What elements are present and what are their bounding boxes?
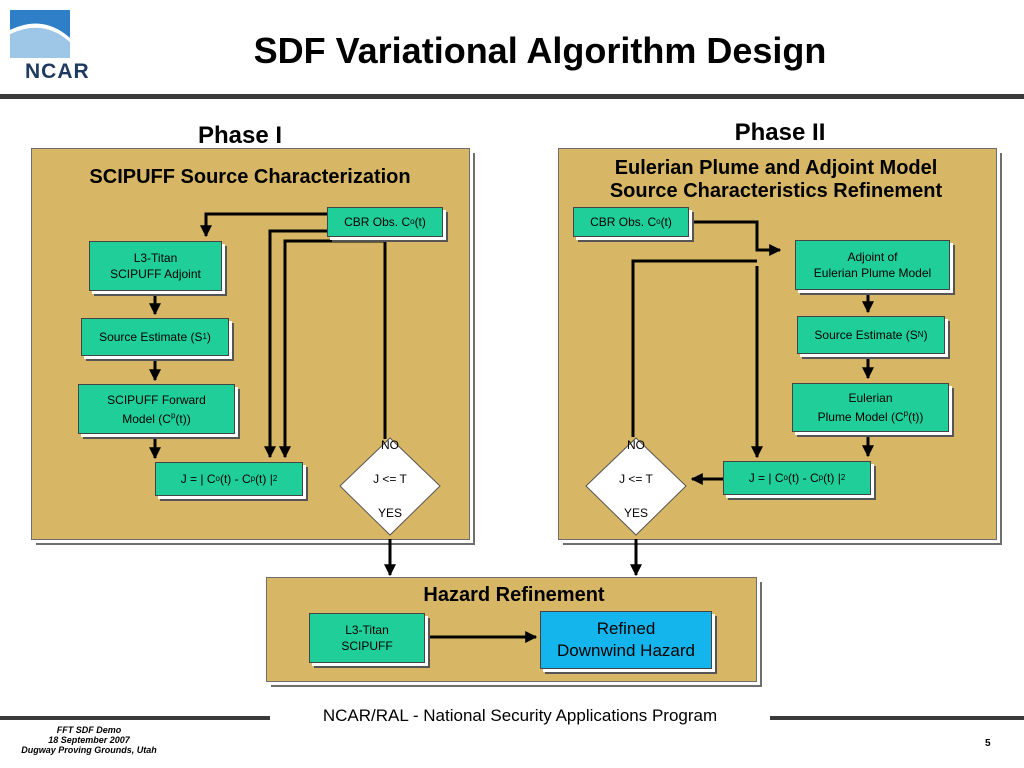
phase2-adjoint-box: Adjoint of Eulerian Plume Model	[795, 240, 950, 290]
page-number: 5	[985, 738, 991, 749]
page-title: SDF Variational Algorithm Design	[253, 30, 827, 71]
ncar-logo	[8, 8, 118, 83]
footer-line1: FFT SDF Demo	[56, 725, 122, 735]
phase1-cbr-obs-tail: (t)	[414, 215, 426, 229]
phase2-decision-diamond	[585, 437, 687, 536]
phase1-cost-c: (t) |	[255, 472, 273, 486]
hazard-titan-box: L3-Titan SCIPUFF	[309, 613, 425, 663]
phase1-panel-title: SCIPUFF Source Characterization	[89, 166, 411, 188]
phase2-adjoint-line2: Eulerian Plume Model	[813, 266, 932, 280]
hazard-titan-line1: L3-Titan	[345, 623, 389, 637]
phase2-source-estimate-tail: )	[923, 328, 928, 342]
header-divider	[0, 94, 1024, 99]
hazard-panel-title: Hazard Refinement	[423, 584, 605, 606]
phase1-cost-sup3: 2	[272, 474, 278, 483]
footer-event-info: FFT SDF Demo 18 September 2007 Dugway Pr…	[0, 725, 178, 755]
phase2-cbr-obs-sup: o	[656, 217, 661, 226]
phase2-decision-condition: J <= T	[619, 472, 653, 486]
phase2-cbr-obs-tail: (t)	[660, 215, 672, 229]
phase2-eulerian-line2a: Plume Model (C	[817, 410, 904, 424]
footer-program: NCAR/RAL - National Security Application…	[270, 706, 770, 726]
refined-hazard-box: Refined Downwind Hazard	[540, 611, 712, 669]
phase1-decision-no: NO	[381, 438, 399, 452]
phase1-source-estimate-sub: 1	[202, 332, 207, 341]
phase1-forward-model-box: SCIPUFF Forward Model (Cp(t))	[78, 384, 235, 434]
refined-hazard-line2: Downwind Hazard	[557, 641, 695, 660]
phase2-cost-sup2: p	[818, 473, 824, 482]
logo-swoosh-icon	[10, 10, 70, 58]
phase1-forward-line2b: (t))	[175, 411, 191, 426]
phase1-source-estimate-text: Source Estimate (S	[99, 330, 203, 344]
phase1-cost-b: (t) - C	[219, 472, 251, 486]
phase1-cbr-obs-text: CBR Obs. C	[344, 215, 411, 229]
phase2-adjoint-line1: Adjoint of	[847, 250, 898, 264]
phase1-forward-line1: SCIPUFF Forward	[107, 392, 206, 407]
phase2-cost-b: (t) - C	[787, 471, 819, 485]
phase2-eulerian-sup: p	[903, 409, 909, 418]
refined-hazard-line1: Refined	[596, 619, 656, 638]
logo-text: NCAR	[25, 60, 90, 83]
footer-rule-left	[0, 716, 280, 720]
phase1-decision-condition: J <= T	[373, 472, 407, 486]
phase2-eulerian-line1: Eulerian	[848, 391, 893, 405]
phase2-eulerian-model-box: Eulerian Plume Model (Cp(t))	[792, 383, 949, 432]
phase2-cost-sup1: o	[783, 473, 788, 482]
phase2-source-estimate-sub: N	[917, 330, 924, 339]
footer-line2: 18 September 2007	[48, 735, 130, 745]
phase2-heading: Phase II	[734, 119, 826, 146]
phase2-cost-a: J = | C	[748, 471, 784, 485]
hazard-titan-line2: SCIPUFF	[341, 639, 393, 653]
footer-rule-right	[766, 716, 1024, 720]
footer-line3: Dugway Proving Grounds, Utah	[21, 745, 157, 755]
phase2-panel-title-line1: Eulerian Plume and Adjoint Model	[614, 157, 938, 179]
phase1-cost-a: J = | C	[180, 472, 216, 486]
phase2-decision-yes: YES	[623, 506, 648, 520]
phase1-heading: Phase I	[197, 122, 283, 149]
phase1-adjoint-box: L3-Titan SCIPUFF Adjoint	[89, 241, 222, 291]
phase1-cost-sup1: o	[215, 474, 220, 483]
phase1-cbr-obs-sup: o	[410, 217, 415, 226]
phase1-forward-line2a: Model (C	[122, 411, 171, 426]
phase2-cost-sup3: 2	[840, 473, 846, 482]
phase2-cbr-obs-text: CBR Obs. C	[590, 215, 657, 229]
phase1-decision-diamond	[339, 437, 441, 536]
phase2-decision-no: NO	[627, 438, 645, 452]
phase2-eulerian-line2b: (t))	[908, 410, 924, 424]
phase2-panel-title-line2: Source Characteristics Refinement	[609, 180, 943, 202]
phase1-adjoint-line2: SCIPUFF Adjoint	[110, 267, 201, 281]
phase1-forward-sup: p	[170, 410, 176, 420]
phase1-decision-yes: YES	[377, 506, 402, 520]
phase1-adjoint-line1: L3-Titan	[133, 251, 178, 265]
phase1-cost-sup2: p	[250, 474, 256, 483]
phase2-cost-c: (t) |	[823, 471, 841, 485]
phase1-source-estimate-tail: )	[206, 330, 211, 344]
phase2-source-estimate-text: Source Estimate (S	[814, 328, 918, 342]
